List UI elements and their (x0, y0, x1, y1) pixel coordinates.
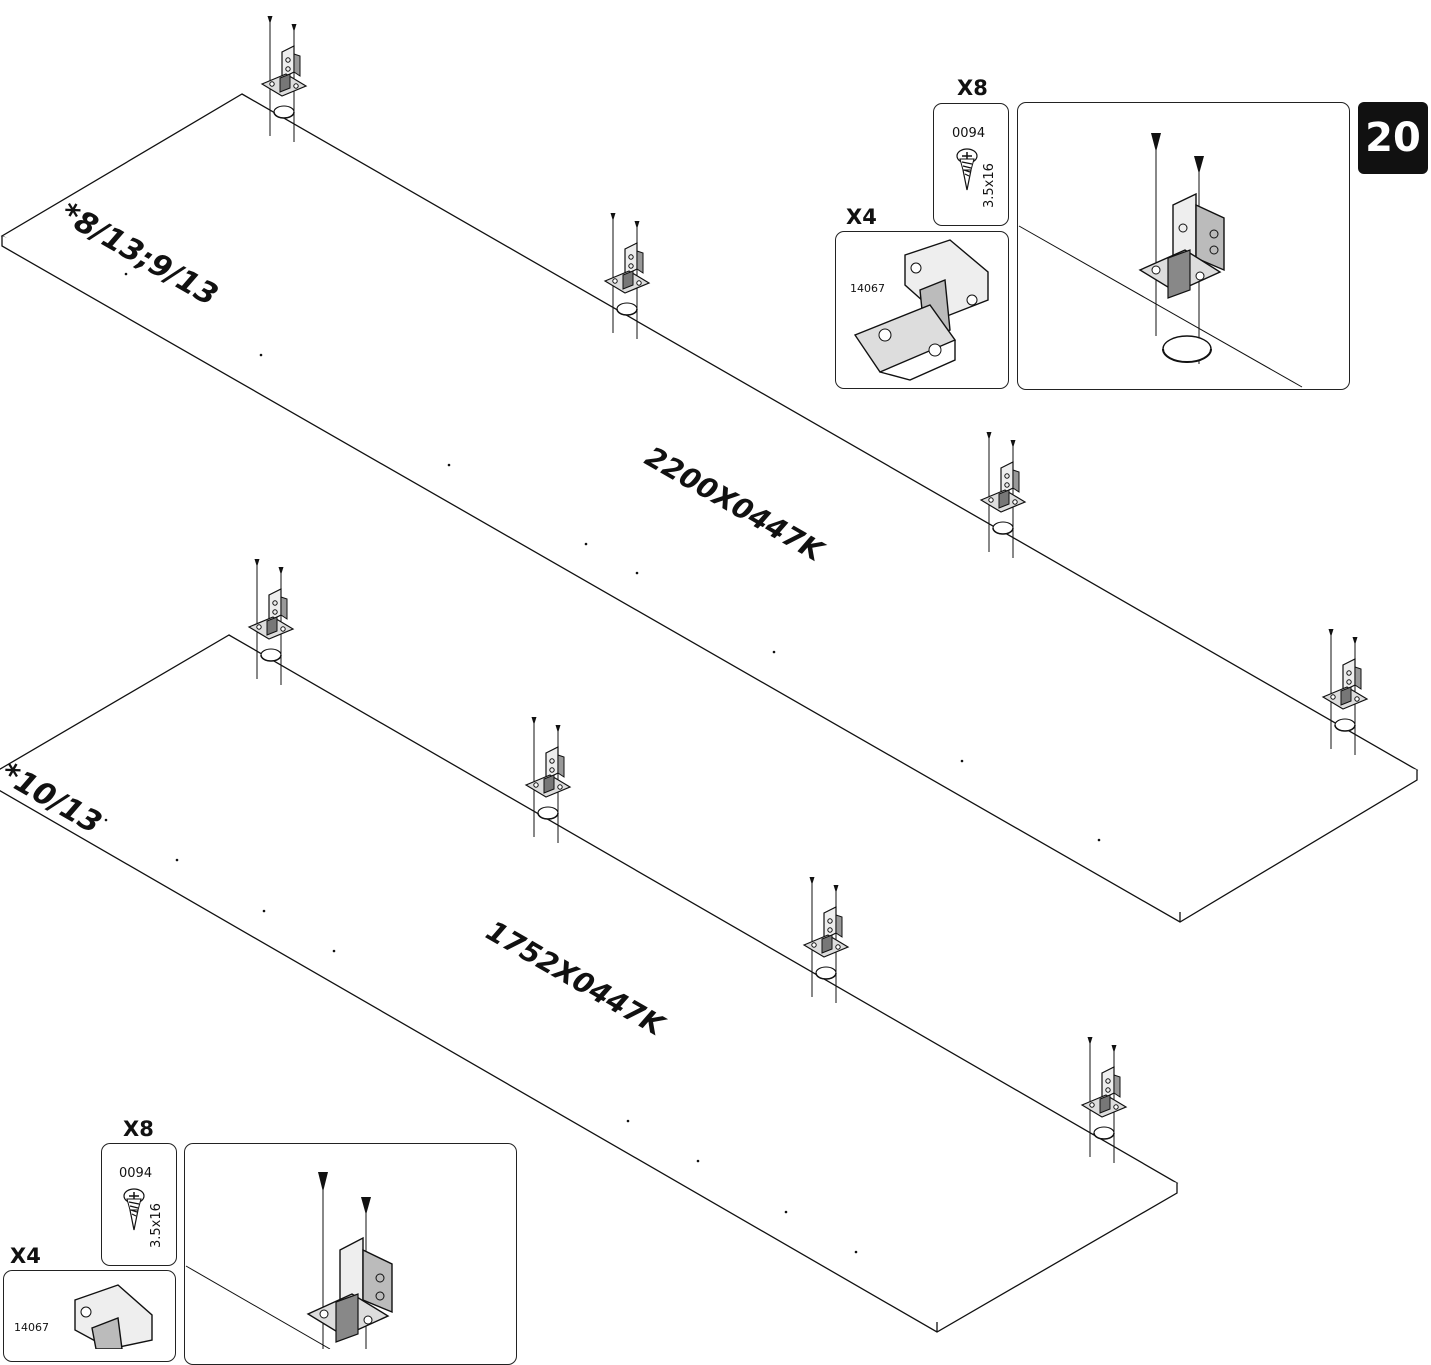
hinge-code: 14067 (850, 282, 885, 295)
hinge-quantity: X4 (846, 205, 877, 229)
hinge-part-icon (853, 239, 989, 381)
hinge-quantity: X4 (10, 1244, 41, 1268)
screw-code: 0094 (119, 1166, 153, 1181)
detail-frame-top (1017, 102, 1350, 390)
screw-part-box: 0094 3.5x16 (933, 103, 1009, 226)
hinge-part-icon (74, 1284, 153, 1349)
detail-view-top (1018, 133, 1303, 388)
detail-frame-bottom (184, 1143, 517, 1365)
panel-lower (0, 634, 1179, 1333)
screw-quantity: X8 (957, 76, 988, 100)
screw-icon (123, 1188, 145, 1231)
screw-size: 3.5x16 (982, 163, 997, 208)
screw-code: 0094 (952, 126, 986, 141)
detail-view-bottom (185, 1172, 393, 1349)
hinge-code: 14067 (14, 1321, 49, 1334)
screw-icon (956, 148, 978, 191)
screw-quantity: X8 (123, 1117, 154, 1141)
screw-part-box: 0094 3.5x16 (101, 1143, 177, 1266)
step-number-badge: 20 (1358, 102, 1428, 174)
hinge-part-box: 14067 (835, 231, 1009, 389)
screw-size: 3.5x16 (149, 1203, 164, 1248)
hinge-part-box: 14067 (3, 1270, 176, 1362)
panel-upper (0, 93, 1419, 923)
